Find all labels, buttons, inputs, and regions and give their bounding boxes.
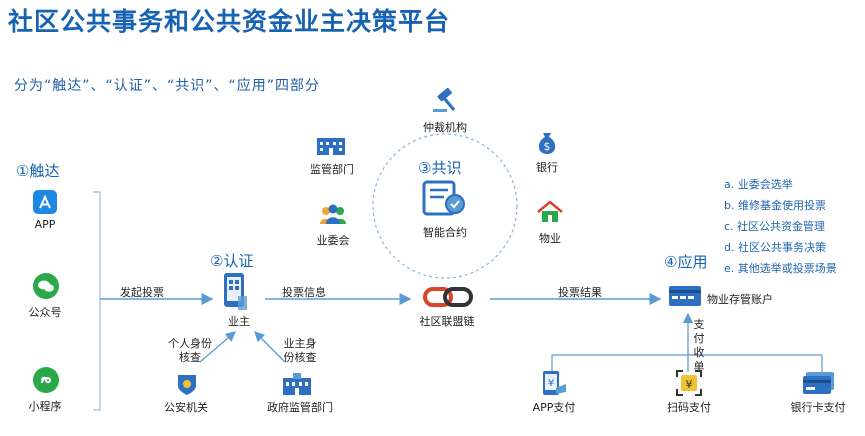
account-label: 物业存管账户: [707, 293, 773, 306]
consensus-circle: [372, 133, 518, 279]
svg-text:$: $: [544, 140, 551, 153]
scan-pay-label: 扫码支付: [667, 401, 711, 414]
app-store-icon: [33, 190, 57, 218]
application-item: d. 社区公共事务决策: [724, 241, 826, 254]
pay-collect-char-1: 支: [693, 318, 705, 331]
card-pay-label: 银行卡支付: [790, 401, 846, 414]
pay-collect-char-4: 单: [693, 360, 705, 373]
regulator-label: 监管部门: [310, 163, 354, 176]
wechat-icon: [33, 273, 59, 303]
chain-link-icon: [423, 285, 473, 313]
property-label: 物业: [539, 232, 561, 245]
edge-gov-owner: [254, 331, 286, 363]
page-title: 社区公共事务和公共资金业主决策平台: [8, 7, 451, 36]
svg-text:¥: ¥: [686, 378, 693, 391]
committee-people-icon: [318, 204, 348, 230]
touch-mini-label: 小程序: [28, 400, 62, 413]
account-card-icon: [668, 284, 702, 312]
application-item: a. 业委会选举: [724, 178, 793, 191]
bank-card-icon: [802, 371, 836, 399]
chain-label: 社区联盟链: [419, 315, 475, 328]
mini-program-icon: [33, 367, 59, 397]
svg-text:¥: ¥: [548, 378, 554, 389]
app-pay-label: APP支付: [532, 401, 576, 414]
edge-vote-result-label: 投票结果: [558, 286, 602, 299]
police-label: 公安机关: [164, 401, 208, 414]
smart-contract-label: 智能合约: [423, 226, 467, 239]
phone-icon: [221, 272, 251, 316]
scan-pay-icon: ¥: [676, 370, 702, 400]
personal-check-line1: 个人身份: [168, 337, 212, 350]
police-badge-icon: [176, 372, 198, 400]
touch-bracket: [93, 191, 101, 411]
personal-check-line2: 核查: [179, 351, 201, 364]
gov-building-icon: [282, 372, 312, 400]
touch-wechat-label: 公众号: [28, 306, 62, 319]
section-auth: ②认证: [210, 252, 254, 270]
edge-start-vote-label: 发起投票: [120, 286, 164, 299]
gov-label: 政府监管部门: [267, 401, 333, 414]
page-subtitle: 分为“触达”、“认证”、“共识”、“应用”四部分: [14, 78, 321, 94]
section-consensus: ③共识: [418, 159, 462, 177]
property-house-icon: [537, 200, 563, 227]
bank-moneybag-icon: $: [535, 130, 559, 160]
section-touch: ①触达: [16, 162, 60, 180]
section-apply: ④应用: [664, 253, 708, 271]
committee-label: 业委会: [316, 234, 350, 247]
edge-police-owner: [199, 331, 236, 363]
pay-collect-char-3: 收: [693, 346, 705, 359]
application-item: e. 其他选举或投票场景: [724, 262, 837, 275]
edge-vote-info-label: 投票信息: [282, 286, 326, 299]
touch-app-label: APP: [34, 218, 56, 231]
owner-check-line2: 份核查: [283, 351, 317, 364]
app-pay-icon: ¥: [540, 370, 568, 400]
pay-collect-char-2: 付: [693, 332, 705, 345]
application-item: c. 社区公共资金管理: [724, 220, 826, 233]
owner-check-line1: 业主身: [283, 337, 317, 350]
owner-label: 业主: [228, 315, 250, 328]
application-item: b. 维修基金使用投票: [724, 199, 826, 212]
gavel-icon: [432, 87, 458, 118]
regulator-building-icon: [316, 134, 346, 160]
smart-contract-icon: [422, 180, 468, 222]
arbitration-label: 仲裁机构: [423, 121, 467, 134]
bank-label: 银行: [536, 161, 558, 174]
